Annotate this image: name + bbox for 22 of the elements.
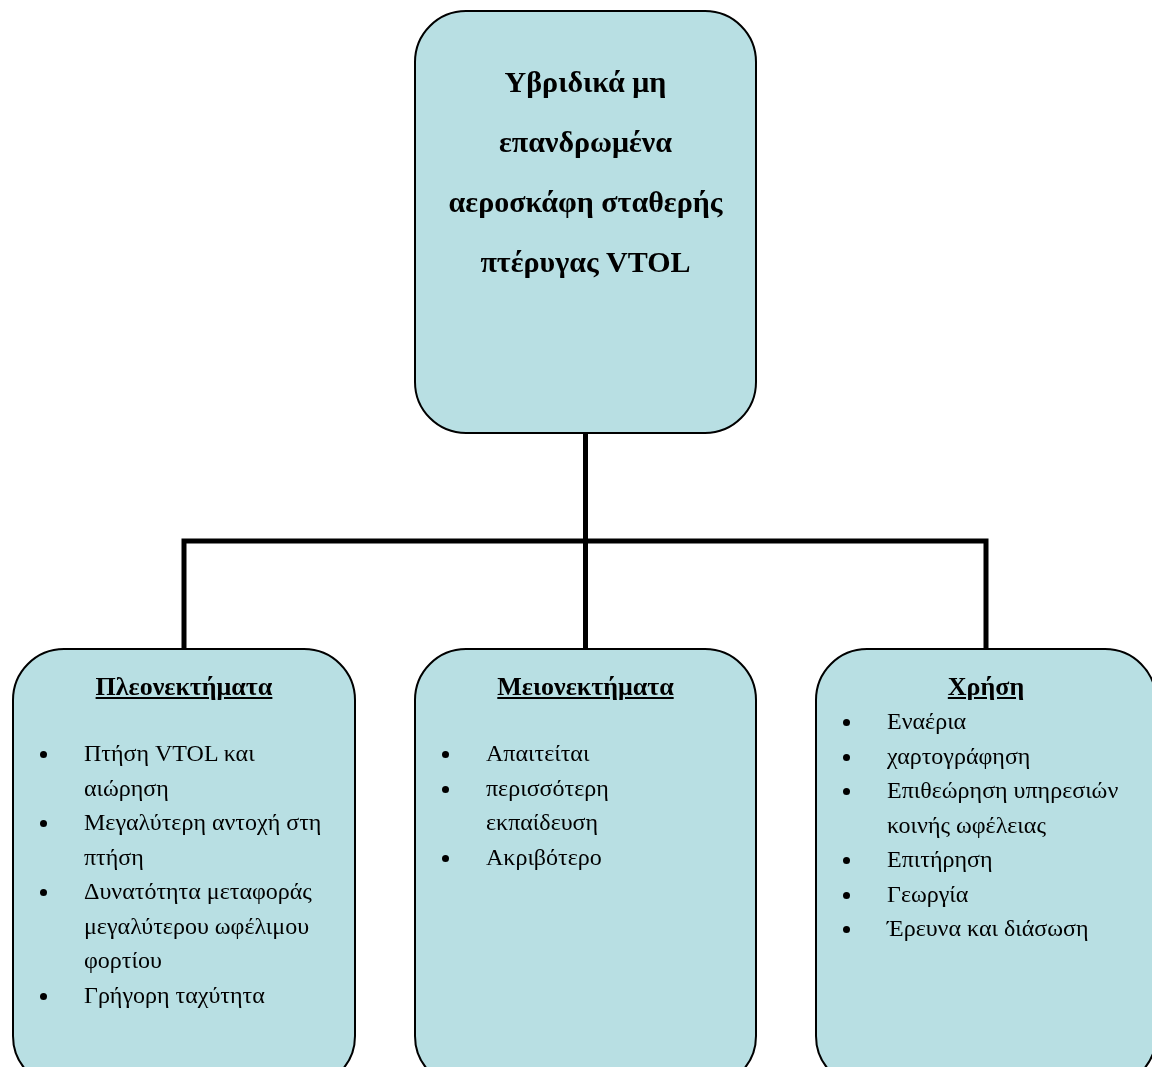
bullet-text: Γρήγορη ταχύτητα bbox=[84, 980, 265, 1010]
category-box bbox=[12, 648, 356, 1067]
connector-line bbox=[583, 434, 989, 648]
bullet-text: Εναέρια bbox=[887, 707, 967, 736]
bullet-text: Πτήση VTOL και αιώρηση bbox=[84, 739, 256, 803]
category-box bbox=[815, 648, 1152, 1067]
bullet-text: Δυνατότητα μεταφοράς μεγαλύτερου ωφέλιμου φορτίου bbox=[84, 877, 313, 975]
bullet-text: Γεωργία bbox=[887, 879, 969, 909]
heading: Πλεονεκτήματα bbox=[95, 671, 273, 703]
bullet-text: Επιθεώρηση υπηρεσιών κοινής ωφέλειας bbox=[887, 776, 1120, 840]
category-box bbox=[414, 648, 757, 1067]
title-box bbox=[414, 10, 757, 434]
bullet-text: περισσότερη εκπαίδευση bbox=[486, 773, 610, 837]
title-text: Υβριδικά μη επανδρωμένα αεροσκάφη σταθερής πτέρυγας VTOL bbox=[447, 64, 724, 280]
bullet-text: Μεγαλύτερη αντοχή στη πτήση bbox=[84, 808, 323, 872]
heading: Μειονεκτήματα bbox=[497, 671, 674, 703]
heading: Χρήση bbox=[947, 671, 1025, 703]
bullet-text: Έρευνα και διάσωση bbox=[887, 914, 1089, 943]
bullet-text: Ακριβότερο bbox=[486, 842, 602, 872]
bullet-text: χαρτογράφηση bbox=[887, 741, 1031, 771]
bullet-text: Επιτήρηση bbox=[887, 845, 993, 874]
bullet-text: Απαιτείται bbox=[486, 739, 590, 768]
